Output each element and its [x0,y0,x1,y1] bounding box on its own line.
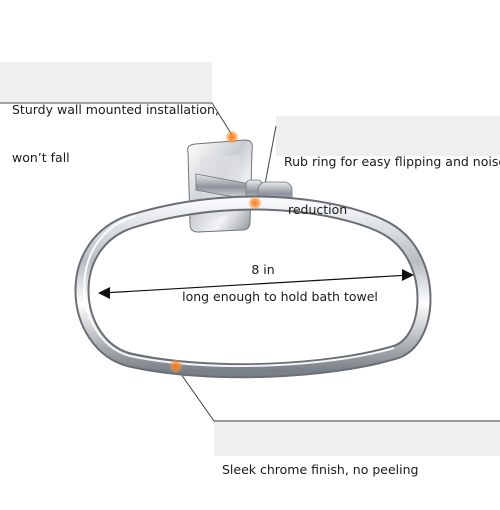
dimension-note: long enough to hold bath towel [182,289,378,304]
callout-rub-ring: Rub ring for easy flipping and noise red… [284,122,500,250]
highlight-dot-wall [225,130,239,144]
callout-wall-line1: Sturdy wall mounted installation, [12,102,219,117]
callout-panel-rub [276,116,500,156]
dimension-value: 8 in [251,262,275,277]
callout-panel-finish [214,420,500,456]
leader-line-finish [175,366,500,422]
towel-ring [74,195,432,379]
callout-panel-wall [0,62,212,102]
callout-rub-line1: Rub ring for easy flipping and noise [284,154,500,169]
highlight-dot-rub [248,196,262,210]
callout-finish-line1: Sleek chrome finish, no peeling [222,462,419,477]
highlight-dot-finish [169,359,183,373]
leader-line-wall [0,102,233,136]
callout-rub-line2: reduction [288,202,348,217]
callout-wall-line2: won’t fall [12,150,70,165]
callout-wall-installation: Sturdy wall mounted installation, won’t … [12,70,219,198]
dimension-arrow [98,269,414,299]
callout-chrome-finish: Sleek chrome finish, no peeling [222,430,418,510]
